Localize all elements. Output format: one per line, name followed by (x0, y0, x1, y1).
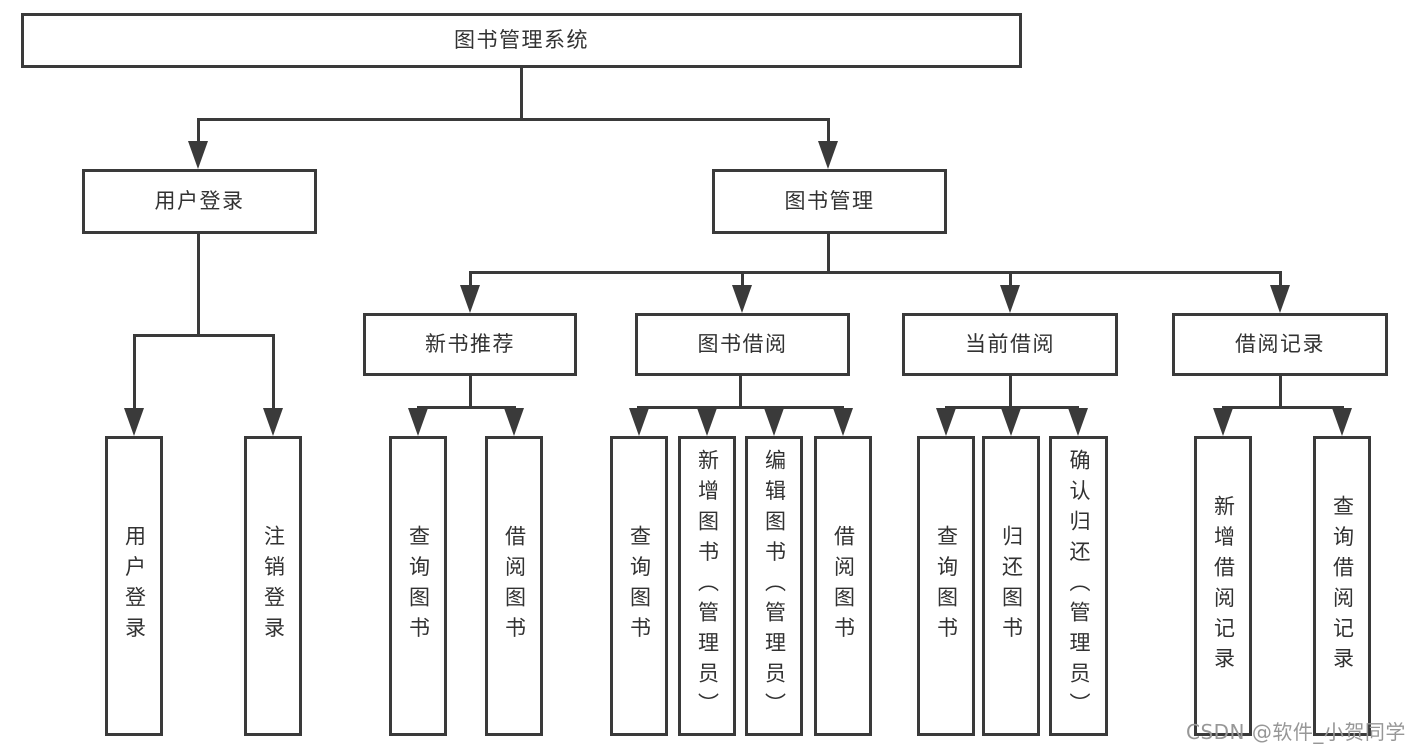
leaf-add-borrow-record: 新增借阅记录 (1194, 436, 1252, 736)
connector-line (469, 271, 1282, 274)
arrow-down-icon (629, 408, 649, 436)
leaf-borrow-books-recommend: 借阅图书 (485, 436, 543, 736)
arrow-down-icon (263, 408, 283, 436)
leaf-edit-book-admin-label: 编辑图书（管理员） (762, 448, 787, 724)
leaf-query-books-recommend: 查询图书 (389, 436, 447, 736)
node-new-book-recommend-label: 新书推荐 (425, 331, 515, 356)
leaf-return-books: 归还图书 (982, 436, 1040, 736)
connector-line (133, 334, 136, 412)
node-new-book-recommend: 新书推荐 (363, 313, 577, 376)
connector-line (1279, 271, 1282, 289)
arrow-down-icon (460, 285, 480, 313)
connector-line (417, 406, 516, 409)
leaf-user-login: 用户登录 (105, 436, 163, 736)
connector-line (133, 334, 275, 337)
csdn-watermark: CSDN @软件_小贺同学 (1186, 720, 1405, 744)
arrow-down-icon (1001, 408, 1021, 436)
arrow-down-icon (732, 285, 752, 313)
leaf-edit-book-admin: 编辑图书（管理员） (745, 436, 803, 736)
branch-book-management-label: 图书管理 (784, 188, 875, 213)
arrow-down-icon (936, 408, 956, 436)
node-borrow-records: 借阅记录 (1172, 313, 1388, 376)
connector-line (197, 118, 200, 148)
arrow-down-icon (124, 408, 144, 436)
connector-line (469, 376, 472, 409)
arrow-down-icon (818, 141, 838, 169)
connector-line (741, 271, 744, 289)
arrow-down-icon (1068, 408, 1088, 436)
connector-line (637, 406, 844, 409)
connector-line (1009, 376, 1012, 409)
connector-line (1222, 406, 1344, 409)
leaf-query-borrow-record: 查询借阅记录 (1313, 436, 1371, 736)
leaf-borrow-books-borrowing-label: 借阅图书 (831, 525, 856, 647)
branch-user-login: 用户登录 (82, 169, 317, 234)
connector-line (827, 234, 830, 274)
node-root-label: 图书管理系统 (454, 27, 589, 52)
connector-line (520, 67, 523, 120)
connector-line (739, 376, 742, 409)
arrow-down-icon (1213, 408, 1233, 436)
leaf-user-login-label: 用户登录 (122, 525, 147, 647)
leaf-logout-label: 注销登录 (261, 525, 286, 647)
branch-book-management: 图书管理 (712, 169, 947, 234)
leaf-query-borrow-record-label: 查询借阅记录 (1330, 494, 1355, 678)
leaf-return-books-label: 归还图书 (999, 525, 1024, 647)
arrow-down-icon (833, 408, 853, 436)
arrow-down-icon (188, 141, 208, 169)
node-current-borrowing: 当前借阅 (902, 313, 1118, 376)
branch-user-login-label: 用户登录 (154, 188, 245, 213)
arrow-down-icon (764, 408, 784, 436)
leaf-query-books-borrowing: 查询图书 (610, 436, 668, 736)
arrow-down-icon (1000, 285, 1020, 313)
connector-line (197, 118, 830, 121)
leaf-confirm-return-admin: 确认归还（管理员） (1049, 436, 1108, 736)
node-book-borrowing: 图书借阅 (635, 313, 850, 376)
arrow-down-icon (697, 408, 717, 436)
node-borrow-records-label: 借阅记录 (1235, 331, 1325, 356)
leaf-query-books-current: 查询图书 (917, 436, 975, 736)
connector-line (1279, 376, 1282, 409)
node-current-borrowing-label: 当前借阅 (965, 331, 1055, 356)
leaf-add-borrow-record-label: 新增借阅记录 (1211, 494, 1236, 678)
arrow-down-icon (408, 408, 428, 436)
connector-line (827, 118, 830, 148)
arrow-down-icon (504, 408, 524, 436)
leaf-query-books-recommend-label: 查询图书 (406, 525, 431, 647)
node-book-borrowing-label: 图书借阅 (697, 331, 788, 356)
leaf-logout: 注销登录 (244, 436, 302, 736)
arrow-down-icon (1332, 408, 1352, 436)
connector-line (272, 334, 275, 412)
connector-line (945, 406, 1079, 409)
leaf-add-book-admin: 新增图书（管理员） (678, 436, 736, 736)
connector-line (197, 234, 200, 337)
leaf-confirm-return-admin-label: 确认归还（管理员） (1067, 448, 1091, 724)
connector-line (1009, 271, 1012, 289)
node-root: 图书管理系统 (21, 13, 1022, 68)
leaf-borrow-books-borrowing: 借阅图书 (814, 436, 872, 736)
leaf-add-book-admin-label: 新增图书（管理员） (695, 448, 720, 724)
leaf-query-books-current-label: 查询图书 (934, 525, 959, 647)
leaf-borrow-books-recommend-label: 借阅图书 (502, 525, 527, 647)
arrow-down-icon (1270, 285, 1290, 313)
connector-line (469, 271, 472, 289)
leaf-query-books-borrowing-label: 查询图书 (627, 525, 652, 647)
